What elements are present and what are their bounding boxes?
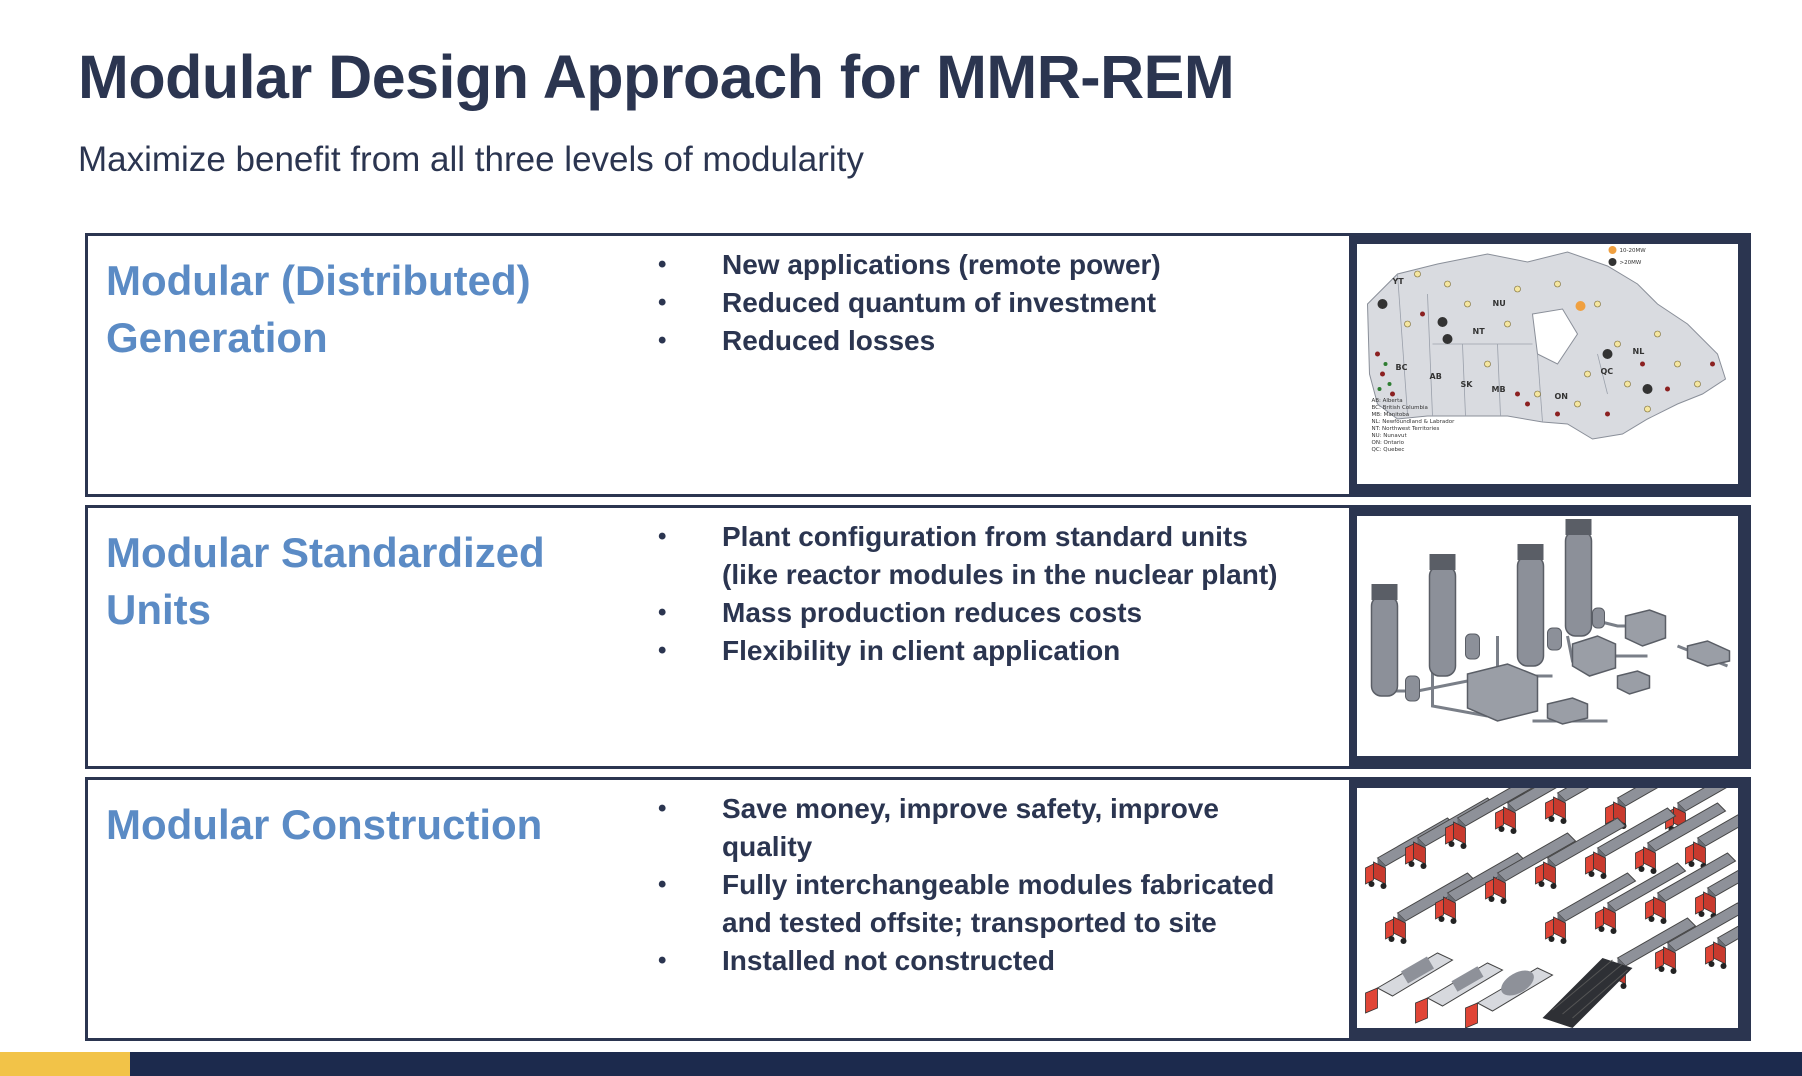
bullet-item: Save money, improve safety, improve qual… — [658, 790, 1278, 866]
map-label: NU — [1493, 299, 1506, 308]
bullet-item: Mass production reduces costs — [658, 594, 1278, 632]
map-key-item: 10-20MW — [1620, 248, 1647, 254]
row-title: Modular (Distributed) Generation — [106, 257, 531, 361]
footer-accent — [0, 1052, 130, 1076]
bullet-item: Reduced quantum of investment — [658, 284, 1278, 322]
map-legend-item: ON: Ontario — [1372, 440, 1405, 446]
map-label: BC — [1396, 363, 1408, 372]
bullet-item: New applications (remote power) — [658, 246, 1278, 284]
reactor-modules-image — [1349, 508, 1748, 766]
row-title: Modular Standardized Units — [106, 529, 545, 633]
map-legend-item: MB: Manitoba — [1372, 412, 1410, 418]
row-distributed-generation: Modular (Distributed) Generation New app… — [85, 233, 1751, 497]
bullet-item: Installed not constructed — [658, 942, 1278, 980]
map-label: QC — [1601, 367, 1614, 376]
bullet-list: Plant configuration from standard units … — [658, 518, 1278, 670]
map-label: MB — [1492, 385, 1506, 394]
canada-map-graphic: YT NU NT BC AB SK MB ON QC NL AB: Albert… — [1357, 244, 1738, 484]
row-modular-construction: Modular Construction Save money, improve… — [85, 777, 1751, 1041]
map-label: NL — [1633, 347, 1645, 356]
bullet-item: Flexibility in client application — [658, 632, 1278, 670]
row-standardized-units: Modular Standardized Units Plant configu… — [85, 505, 1751, 769]
map-legend-item: NT: Northwest Territories — [1372, 426, 1440, 432]
map-label: YT — [1392, 277, 1405, 286]
bullet-item: Fully interchangeable modules fabricated… — [658, 866, 1278, 942]
slide-title: Modular Design Approach for MMR-REM — [78, 43, 1235, 111]
bullet-list: New applications (remote power) Reduced … — [658, 246, 1278, 360]
row-title: Modular Construction — [106, 801, 543, 848]
footer-bar — [0, 1052, 1802, 1076]
map-label: SK — [1461, 380, 1474, 389]
map-legend-item: NL: Newfoundland & Labrador — [1372, 419, 1456, 425]
map-key-item: >20MW — [1620, 260, 1642, 266]
canada-map-image: YT NU NT BC AB SK MB ON QC NL AB: Albert… — [1349, 236, 1748, 494]
bullet-item: Reduced losses — [658, 322, 1278, 360]
trucks-transport-image — [1349, 780, 1748, 1038]
trucks-transport-graphic — [1357, 788, 1738, 1028]
map-legend-item: AB: Alberta — [1372, 398, 1403, 404]
slide-subtitle: Maximize benefit from all three levels o… — [78, 140, 864, 179]
map-label: NT — [1473, 327, 1486, 336]
bullet-list: Save money, improve safety, improve qual… — [658, 790, 1278, 980]
bullet-item: Plant configuration from standard units … — [658, 518, 1278, 594]
map-legend-item: NU: Nunavut — [1372, 433, 1408, 439]
map-legend-item: QC: Quebec — [1372, 447, 1405, 453]
map-legend-item: BC: British Columbia — [1372, 405, 1428, 411]
map-label: ON — [1555, 392, 1569, 401]
map-label: AB — [1430, 372, 1442, 381]
reactor-modules-graphic — [1357, 516, 1738, 756]
